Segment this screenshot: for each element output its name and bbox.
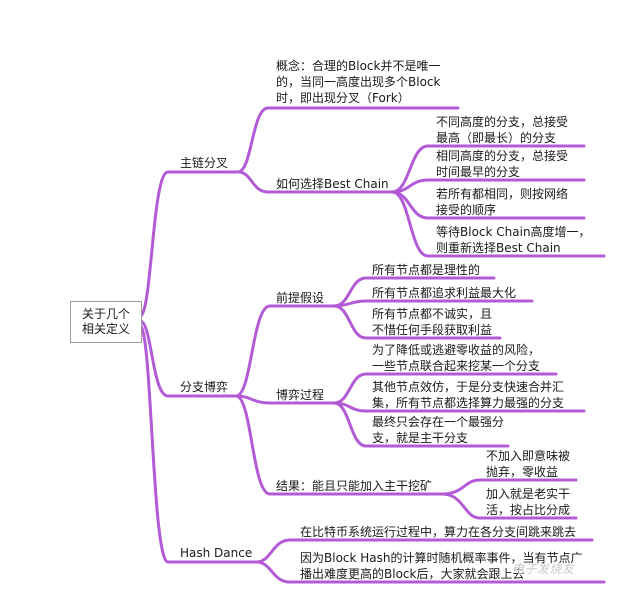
node-concept: 概念：合理的Block并不是唯一 的，当同一高度出现多个Block 时，即出现分… [276, 59, 441, 105]
branch-hash-dance: Hash Dance [180, 546, 253, 560]
root-node-label: 关于几个 相关定义 [81, 307, 130, 336]
link-process-item3 [332, 401, 510, 448]
choose-item-1: 不同高度的分支，总接受 最高（即最长）的分支 [436, 115, 569, 145]
premise-item-3: 所有节点都不诚实，且 不惜任何手段获取利益 [372, 307, 493, 337]
link-main-fork-concept [236, 106, 460, 174]
premise-item-1: 所有节点都是理性的 [372, 263, 481, 277]
premise-item-2: 所有节点都追求利益最大化 [372, 286, 517, 300]
watermark-logo: 电子发烧友 [512, 562, 575, 576]
link-root-hash-dance [138, 324, 258, 564]
result-item-1: 不加入即意味被 抛弃，零收益 [486, 449, 571, 479]
result-item-2: 加入就是老实干 活，按占比分成 [486, 487, 571, 517]
choose-item-4: 等待Block Chain高度增一， 则重新选择Best Chain [436, 225, 591, 255]
choose-item-3: 若所有都相同，则按网络 接受的顺序 [436, 187, 569, 217]
link-root-fork-game [138, 319, 238, 398]
link-result-item2 [440, 492, 578, 520]
link-main-fork-choose [236, 170, 394, 194]
link-choose-item4 [390, 190, 606, 258]
branch-fork-game: 分支博弈 [180, 380, 229, 394]
link-fork-game-process [234, 394, 336, 405]
root-node: 关于几个 相关定义 [70, 301, 142, 343]
process-item-3: 最终只会存在一个最强分 支，就是主干分支 [372, 415, 505, 445]
link-fork-game-result [234, 394, 444, 496]
link-premise-item3 [332, 304, 502, 340]
process-item-1: 为了降低或逃避零收益的风险， 一些节点联合起来挖某一个分支 [372, 343, 541, 373]
branch-main-fork: 主链分叉 [180, 156, 229, 170]
node-choose-best-chain: 如何选择Best Chain [276, 177, 389, 191]
link-root-main-fork [138, 170, 240, 318]
hash-dance-item-1: 在比特币系统运行过程中，算力在各分支间跳来跳去 [300, 525, 577, 539]
choose-item-2: 相同高度的分支，总接受 时间最早的分支 [436, 149, 569, 179]
node-premise: 前提假设 [276, 291, 325, 305]
node-process: 博弈过程 [276, 388, 325, 402]
process-item-2: 其他节点效仿，于是分支快速合并汇 集，所有节点都选择算力最强的分支 [372, 380, 565, 410]
link-hash-dance-item2 [254, 560, 606, 584]
link-fork-game-premise [234, 304, 336, 398]
hash-dance-item-2: 因为Block Hash的计算时随机概率事件，当有节点广 播出难度更高的Bloc… [300, 551, 583, 581]
node-result: 结果：能且只能加入主干挖矿 [276, 479, 433, 493]
